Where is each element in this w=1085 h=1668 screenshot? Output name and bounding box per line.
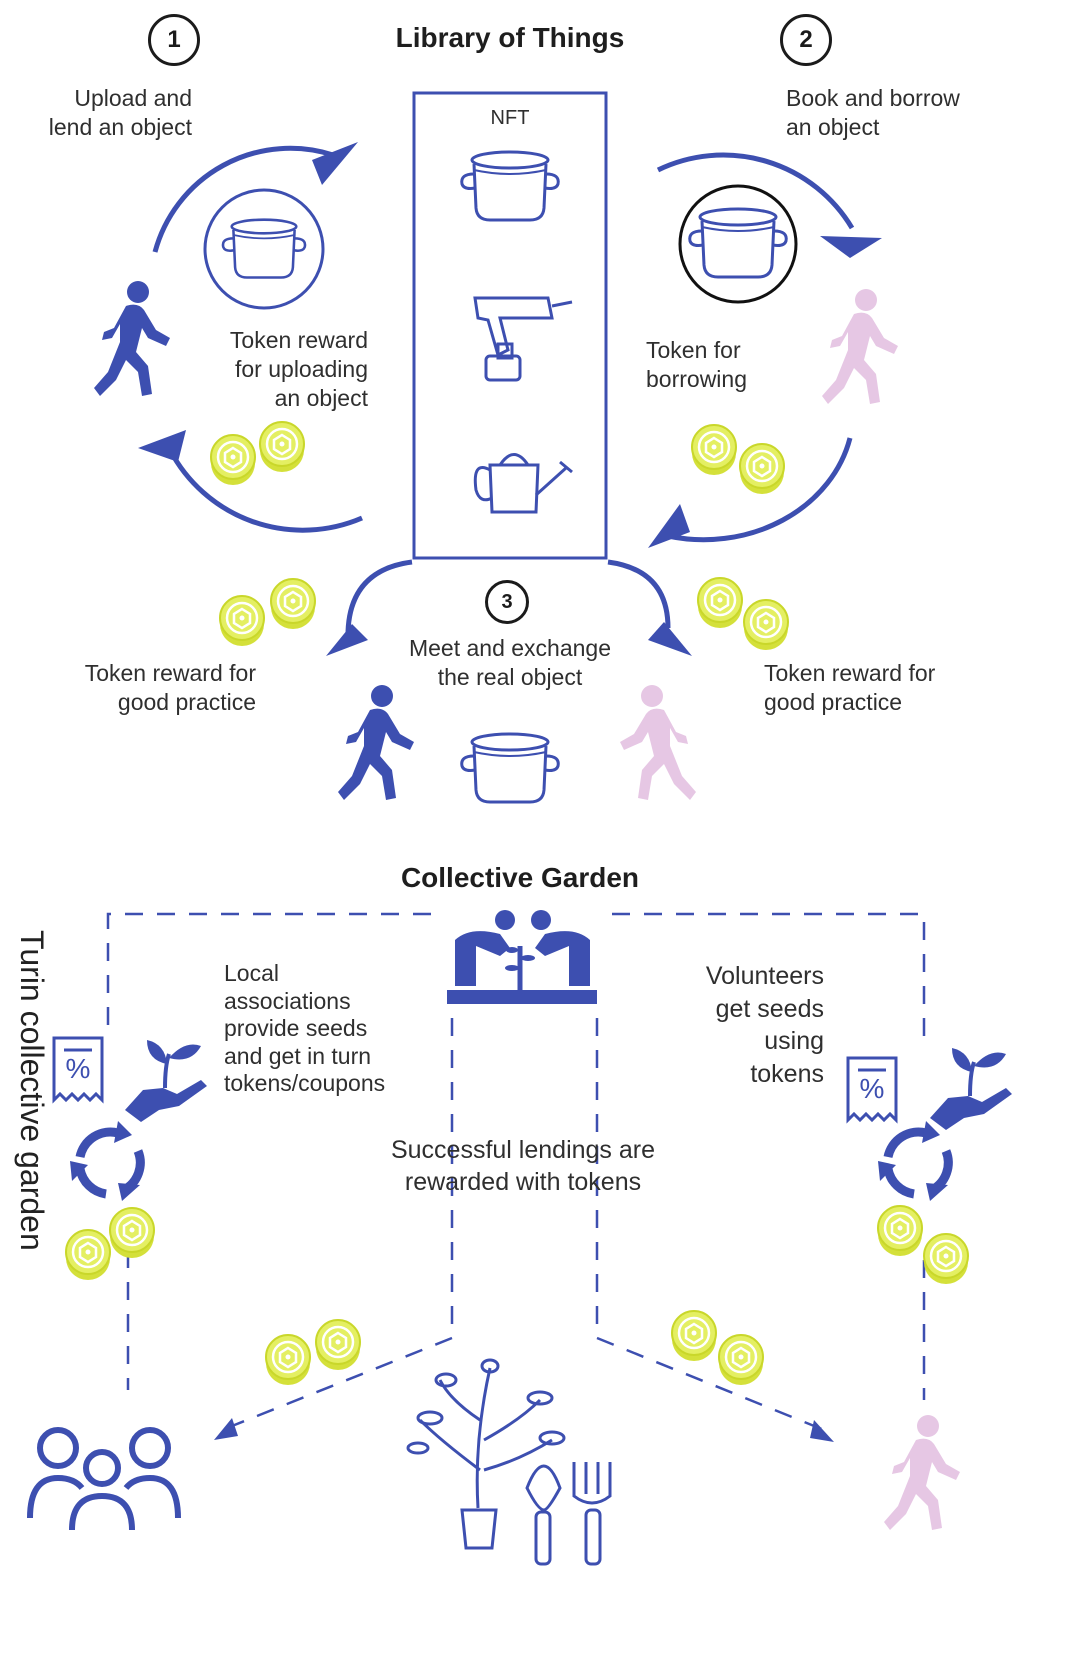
coin-icon (108, 1206, 156, 1260)
token-borrow-label: Token for borrowing (646, 337, 747, 392)
lendings-label: Successful lendings are rewarded with to… (390, 1136, 656, 1196)
arrow-upload (152, 145, 334, 253)
walking-person-icon (338, 685, 414, 800)
coin-icon (696, 576, 744, 630)
arrow-reward-left (167, 448, 363, 533)
step-badge-1: 1 (148, 14, 200, 66)
seedling-hand-icon (123, 1038, 209, 1124)
pot-icon (460, 732, 560, 804)
walking-person-icon (822, 289, 898, 404)
group-icon (27, 1427, 181, 1531)
token-upload-label: Token reward for uploading an object (229, 327, 368, 411)
book-label: Book and borrow an object (786, 85, 960, 140)
coin-icon (218, 594, 266, 648)
meet-label: Meet and exchange the real object (408, 635, 612, 690)
drill-icon (473, 296, 573, 382)
coupon-icon (52, 1036, 104, 1102)
arrow-meet-right (607, 559, 671, 629)
good-practice-right-label: Token reward for good practice (764, 660, 936, 715)
coin-icon (64, 1228, 112, 1282)
associations-label: Local associations provide seeds and get… (224, 960, 386, 1096)
coin-icon (314, 1318, 362, 1372)
arrow-reward-right (667, 437, 853, 543)
coin-icon (209, 433, 257, 487)
good-practice-left-label: Token reward for good practice (84, 660, 256, 715)
coin-icon (258, 420, 306, 474)
library-title: Library of Things (395, 22, 625, 53)
coin-icon (742, 598, 790, 652)
walking-person-icon (884, 1415, 960, 1530)
coin-icon (690, 423, 738, 477)
coin-icon (876, 1204, 924, 1258)
pot-icon (688, 207, 788, 279)
coin-icon (264, 1333, 312, 1387)
watering-can-icon (473, 453, 573, 514)
gardeners-icon (447, 910, 597, 1004)
side-title: Turin collective garden (14, 930, 50, 1251)
walking-person-icon (620, 685, 696, 800)
nft-label: NFT (490, 107, 530, 129)
garden-title: Collective Garden (400, 862, 640, 893)
pot-icon (460, 150, 560, 222)
pot-icon (221, 218, 307, 279)
coin-icon (269, 577, 317, 631)
nft-box (412, 91, 608, 560)
coin-icon (738, 442, 786, 496)
upload-label: Upload and lend an object (48, 85, 192, 140)
arrow-meet-left (345, 559, 413, 633)
plant-tools-icon (406, 1358, 612, 1566)
recycle-icon (70, 1121, 140, 1201)
arrow-book (656, 152, 855, 230)
step-badge-3: 3 (485, 580, 529, 624)
coin-icon (922, 1232, 970, 1286)
seedling-hand-icon (928, 1046, 1014, 1132)
step-badge-2: 2 (780, 14, 832, 66)
coin-icon (717, 1333, 765, 1387)
coin-icon (670, 1309, 718, 1363)
walking-person-icon (94, 281, 170, 396)
recycle-icon (878, 1121, 948, 1201)
coupon-icon (846, 1056, 898, 1122)
volunteers-label: Volunteers get seeds using tokens (705, 962, 824, 1088)
